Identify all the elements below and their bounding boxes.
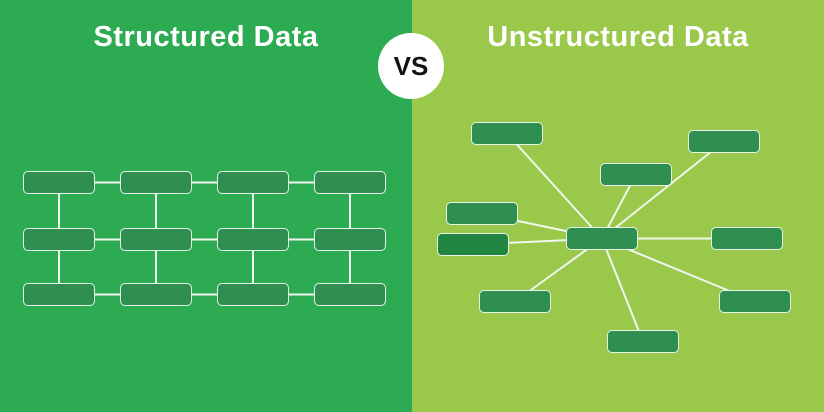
unstructured-node xyxy=(479,290,551,313)
unstructured-node xyxy=(688,130,760,153)
unstructured-node xyxy=(471,122,543,145)
connector-line xyxy=(601,140,725,240)
structured-node xyxy=(23,228,95,251)
unstructured-node xyxy=(607,330,679,353)
vs-badge: VS xyxy=(378,33,444,99)
unstructured-node xyxy=(437,233,509,256)
structured-data-panel: Structured Data xyxy=(0,0,412,412)
unstructured-node xyxy=(711,227,783,250)
structured-node xyxy=(120,171,192,194)
unstructured-node xyxy=(446,202,518,225)
structured-node xyxy=(217,283,289,306)
structured-node xyxy=(217,228,289,251)
structured-node xyxy=(23,283,95,306)
structured-node xyxy=(120,228,192,251)
unstructured-node xyxy=(719,290,791,313)
unstructured-node xyxy=(600,163,672,186)
structured-node xyxy=(314,228,386,251)
structured-node xyxy=(217,171,289,194)
hub-node xyxy=(566,227,638,250)
structured-node xyxy=(120,283,192,306)
structured-node xyxy=(314,283,386,306)
structured-node xyxy=(314,171,386,194)
connector-line xyxy=(601,238,644,342)
unstructured-data-title: Unstructured Data xyxy=(487,21,749,53)
connector-line xyxy=(506,132,603,240)
structured-node xyxy=(23,171,95,194)
structured-data-title: Structured Data xyxy=(93,21,319,53)
